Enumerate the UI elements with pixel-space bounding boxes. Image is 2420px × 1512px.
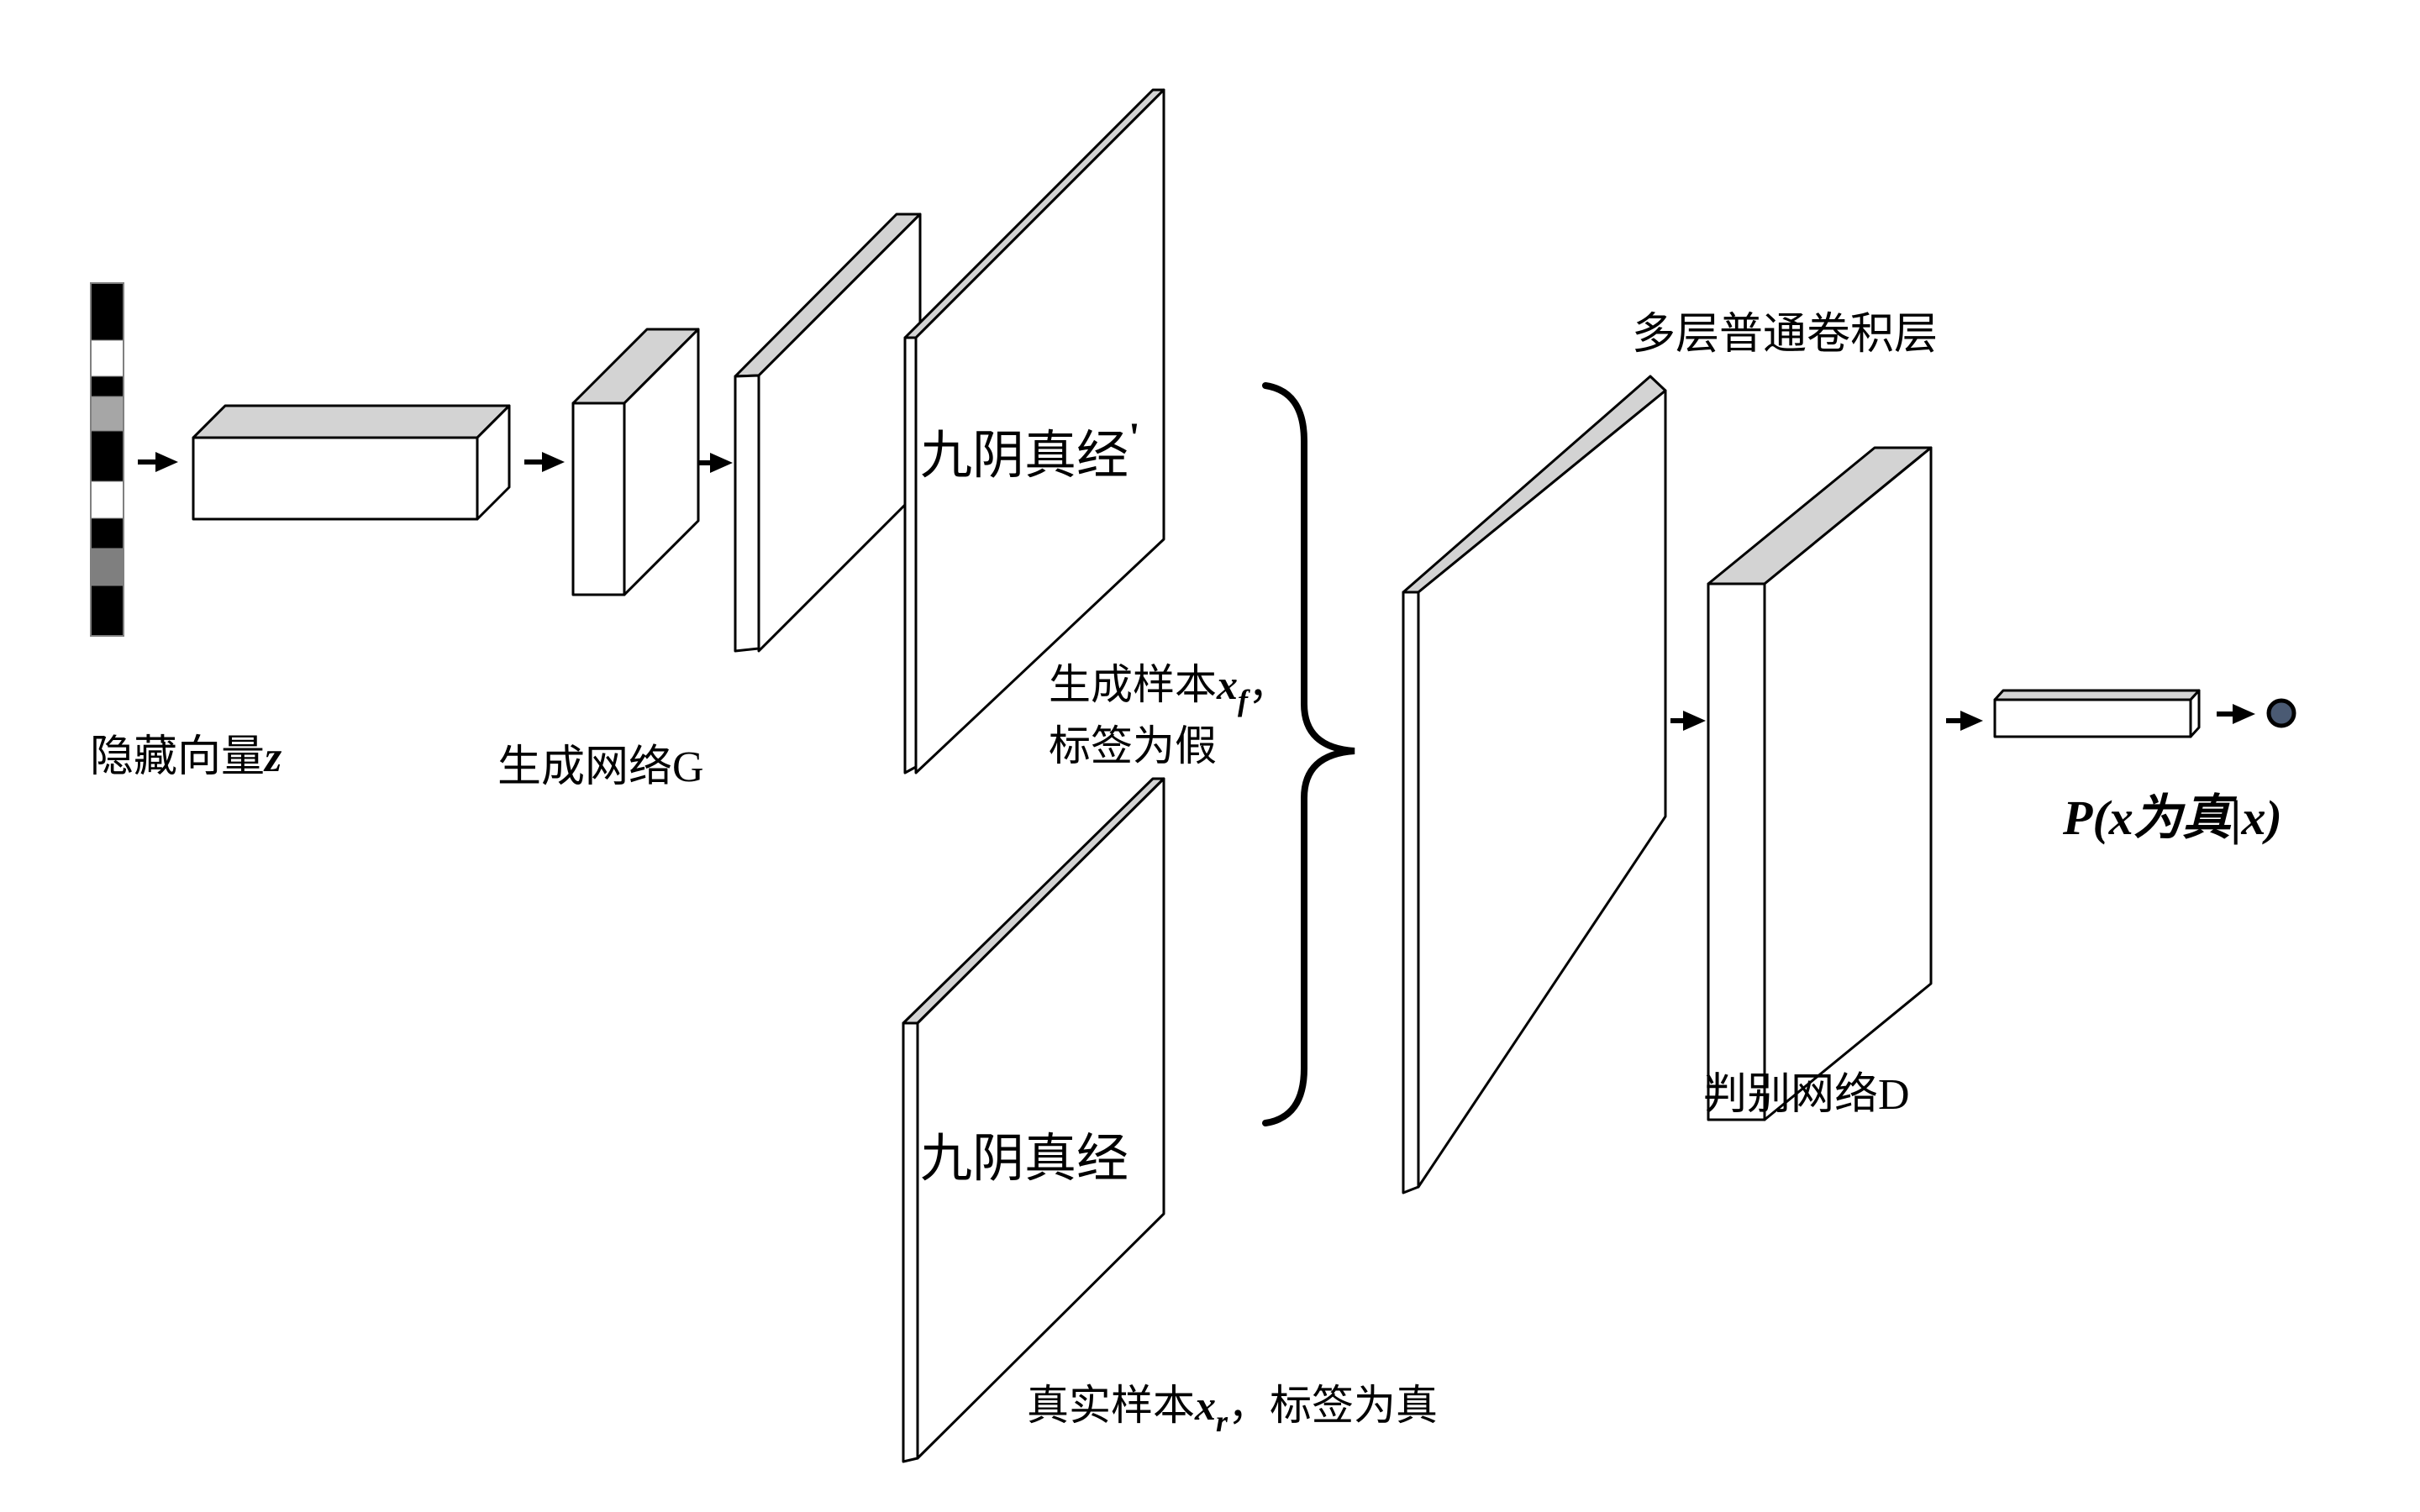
latent-bar-segment (90, 282, 124, 341)
latent-bar-segment (90, 430, 124, 482)
real-sample-label: 真实样本xr，标签为真 (1027, 1382, 1438, 1438)
conv-layers-label: 多层普通卷积层 (1632, 311, 1938, 359)
latent-bar-segment (90, 548, 124, 586)
generator-feature-plane (734, 213, 922, 653)
real-sample-plane: 九阴真经 (902, 777, 1165, 1463)
fake-sample-plane: 九阴真经' (903, 88, 1165, 774)
latent-vector-label: 隐藏向量z (90, 733, 282, 781)
fake-plane-main-face (914, 88, 1165, 774)
latent-vector-bar (90, 282, 124, 637)
generator-block-1-top-face (192, 404, 511, 439)
generator-block-1-front-face (192, 436, 479, 521)
latent-bar-segment (90, 339, 124, 377)
discriminator-plane-2 (1707, 446, 1933, 1121)
discriminator-plane-2-front-face (1707, 582, 1766, 1121)
probability-label: P(x为真|x) (2062, 790, 2282, 845)
latent-bar-segment (90, 375, 124, 397)
merge-brace (1262, 382, 1355, 1126)
output-probability-dot (2266, 698, 2296, 728)
output-vector-box (1993, 689, 2201, 738)
feature-plane-left-edge (734, 374, 760, 653)
svg-text:生成样本xf，: 生成样本xf， (1049, 661, 1290, 717)
latent-bar-segment (90, 480, 124, 519)
discriminator-plane-1 (1402, 375, 1667, 1194)
real-image-text: 九阴真经 (920, 1131, 1128, 1188)
latent-bar-segment (90, 517, 124, 549)
fake-plane-left-edge (903, 336, 918, 774)
generator-block-2 (571, 328, 700, 596)
real-plane-main-face (916, 777, 1165, 1460)
svg-text:标签为假: 标签为假 (1049, 722, 1217, 769)
latent-bar-segment (90, 396, 124, 432)
output-vector-top-face (1993, 689, 2201, 701)
generator-block-1 (192, 404, 511, 521)
real-plane-left-edge (902, 1021, 919, 1463)
generator-network-label: 生成网络G (497, 743, 704, 791)
latent-bar-outline (90, 282, 124, 637)
output-vector-front-face (1993, 698, 2192, 738)
generator-block-2-front-face (571, 402, 626, 596)
discriminator-plane-1-main-face (1417, 389, 1667, 1189)
fake-image-text: 九阴真经' (920, 413, 1140, 485)
discriminator-plane-1-left-edge (1402, 591, 1420, 1194)
discriminator-network-label: 判别网络D (1703, 1071, 1910, 1119)
latent-bar-segment (90, 585, 124, 637)
generated-sample-label: 生成样本xf， 标签为假 (1049, 661, 1290, 769)
